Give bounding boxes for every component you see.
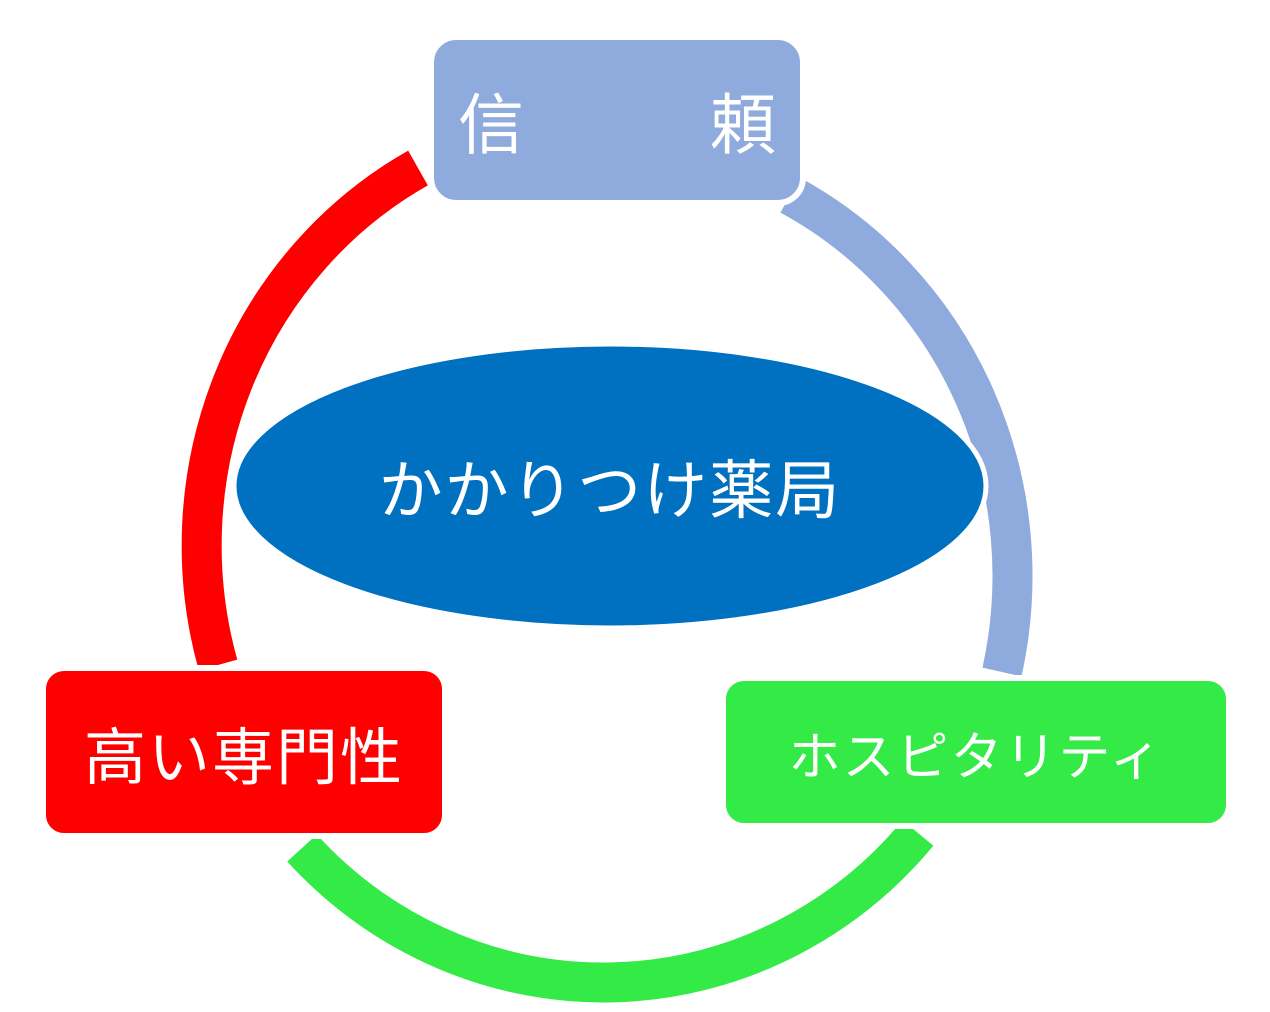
arc-hospitality-to-expertise	[287, 820, 934, 1003]
arc-trust-to-hospitality	[780, 177, 1033, 677]
center-ellipse	[231, 341, 989, 631]
node-trust: 信 頼	[428, 34, 806, 206]
node-expertise: 高い専門性	[40, 665, 448, 839]
center-label: かかりつけ薬局	[378, 455, 842, 529]
node-hospitality: ホスピタリティ	[720, 675, 1232, 829]
arc-expertise-to-trust	[181, 150, 428, 671]
